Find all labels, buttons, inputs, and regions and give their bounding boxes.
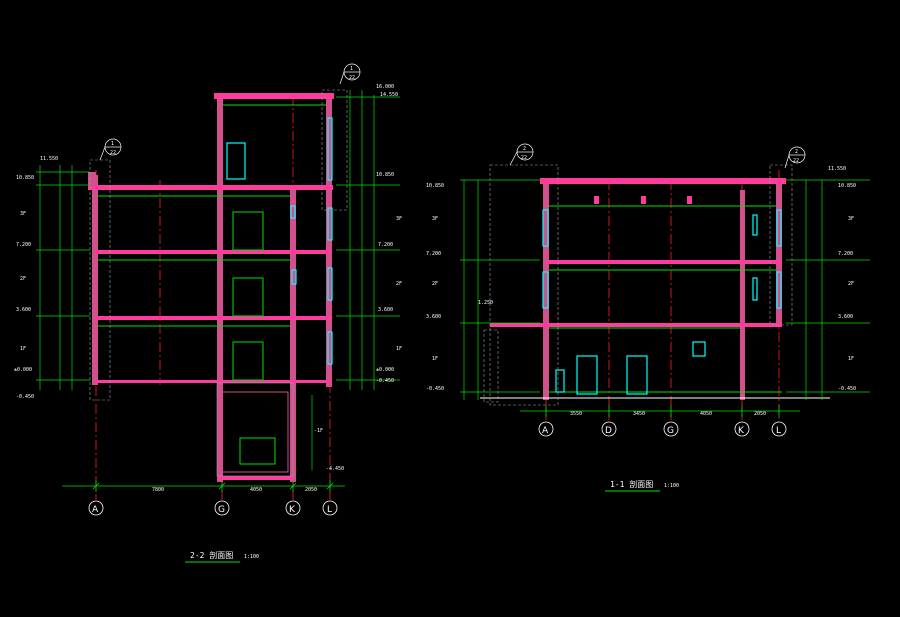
dim-k-l: 2050: [305, 487, 317, 493]
floor-1f-rs-right: 1F: [848, 356, 854, 362]
floor-b1-left: -1F: [314, 428, 323, 434]
section-2-2: 7800 4050 2050 A G K L: [14, 63, 402, 563]
dim-a-g: 7800: [152, 487, 164, 493]
section-1-1: 3550 3450 4050 2050 A D G K L: [426, 143, 870, 492]
level-0450-rs-left: -0.450: [426, 386, 444, 392]
axis-label-a-right: A: [542, 426, 549, 436]
axis-label-k: K: [289, 505, 296, 515]
level-1250: 1.250: [478, 300, 493, 306]
detail-callout-sheet-top: 22: [349, 75, 355, 81]
axis-label-g: G: [218, 505, 225, 515]
section-left-scale: 1:100: [244, 554, 259, 560]
floor-2f-rs-left: 2F: [432, 281, 438, 287]
dim-g-k: 4050: [250, 487, 262, 493]
section-left-title: 2-2 剖面图: [190, 550, 233, 560]
dim-g-k: 4050: [700, 411, 712, 417]
floor-3f-left: 3F: [20, 211, 26, 217]
floor-1f-rs-left: 1F: [432, 356, 438, 362]
floor-1f-right: 1F: [396, 346, 402, 352]
floor-2f-rs-right: 2F: [848, 281, 854, 287]
level-7200-right: 7.200: [378, 242, 393, 248]
section-right-scale: 1:100: [664, 483, 679, 489]
level-10850-rs-right: 10.850: [838, 183, 856, 189]
level-10850-left: 10.850: [16, 175, 34, 181]
level-0450-rs-right: -0.450: [838, 386, 856, 392]
level-7200-left: 7.200: [16, 242, 31, 248]
axis-label-g-right: G: [667, 426, 674, 436]
detail-callout-sheet-left: 22: [110, 150, 116, 156]
level-11550-right-section: 11.550: [828, 166, 846, 172]
level-7200-rs-left: 7.200: [426, 251, 441, 257]
floor-2f-right: 2F: [396, 281, 402, 287]
level-3600-rs-left: 3.600: [426, 314, 441, 320]
level-0000-left: ±0.000: [14, 367, 32, 373]
level-11550-left: 11.550: [40, 156, 58, 162]
dim-a-d: 3550: [570, 411, 582, 417]
axis-label-k-right: K: [738, 426, 745, 436]
floor-1f-left: 1F: [20, 346, 26, 352]
detail-callout-sheet-rs1: 22: [521, 155, 527, 161]
level-3600-right: 3.600: [378, 307, 393, 313]
axis-label-d-right: D: [605, 426, 612, 436]
dim-k-l: 2050: [754, 411, 766, 417]
detail-callout-num-rs2: 2: [795, 149, 798, 155]
axis-label-a: A: [92, 505, 99, 515]
level-10850-right: 10.850: [376, 172, 394, 178]
level-0450-right: -0.450: [376, 378, 394, 384]
detail-callout-num-top: 1: [350, 66, 353, 72]
level-16000: 16.000: [376, 84, 394, 90]
level-4450: -4.450: [326, 466, 344, 472]
level-3600-rs-right: 3.600: [838, 314, 853, 320]
detail-callout-sheet-rs2: 22: [793, 158, 799, 164]
detail-callout-num-rs1: 2: [523, 146, 526, 152]
detail-callout-num-left: 1: [111, 141, 114, 147]
floor-2f-left: 2F: [20, 276, 26, 282]
level-0000-right: ±0.000: [376, 367, 394, 373]
floor-3f-rs-left: 3F: [432, 216, 438, 222]
level-10850-rs-left: 10.850: [426, 183, 444, 189]
level-14550: 14.550: [380, 92, 398, 98]
dim-d-g: 3450: [633, 411, 645, 417]
axis-label-l: L: [327, 505, 332, 515]
floor-3f-rs-right: 3F: [848, 216, 854, 222]
level-7200-rs-right: 7.200: [838, 251, 853, 257]
level-3600-left: 3.600: [16, 307, 31, 313]
floor-3f-right: 3F: [396, 216, 402, 222]
section-right-title: 1-1 剖面图: [610, 479, 653, 489]
level-0450-left: -0.450: [16, 394, 34, 400]
axis-label-l-right: L: [776, 426, 781, 436]
